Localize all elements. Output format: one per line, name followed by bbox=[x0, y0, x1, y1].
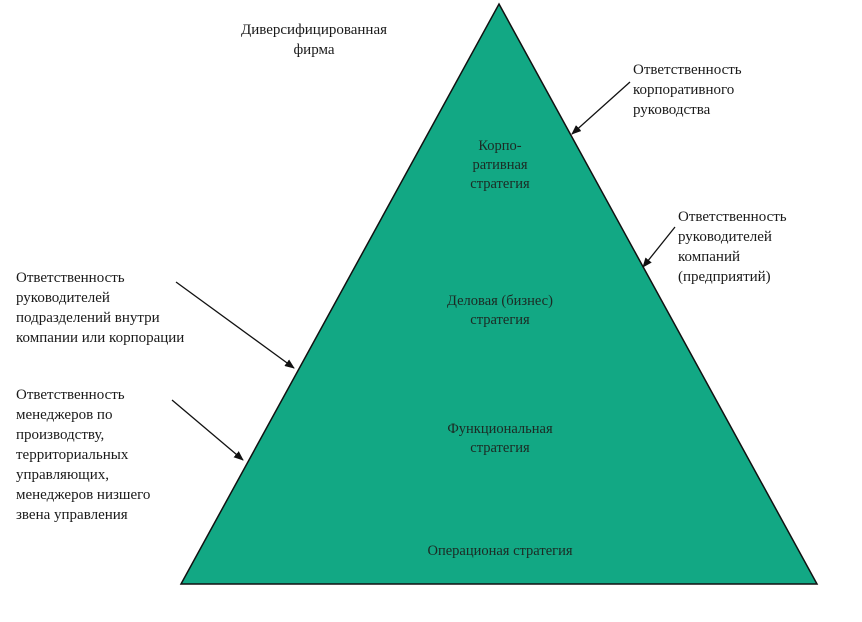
level-corporate-line-2: ративная bbox=[472, 157, 528, 173]
annotation-managers-line-6: менеджеров низшего bbox=[16, 487, 151, 503]
title-line-2: фирма bbox=[293, 42, 335, 58]
annotation-company-line-4: (предприятий) bbox=[678, 269, 771, 285]
arrow-managers bbox=[171, 399, 244, 461]
annotation-managers: Ответственность менеджеров по производст… bbox=[16, 385, 150, 525]
arrow-corporate-mgmt bbox=[571, 81, 631, 135]
annotation-division-line-4: компании или корпорации bbox=[16, 330, 185, 346]
annotation-company-line-3: компаний bbox=[678, 249, 740, 265]
title-line-1: Диверсифицированная bbox=[240, 22, 388, 38]
level-functional-strategy: Функциональная стратегия bbox=[400, 420, 600, 458]
annotation-managers-line-3: производству, bbox=[16, 427, 105, 443]
level-business-line-2: стратегия bbox=[470, 312, 530, 328]
level-business-strategy: Деловая (бизнес) стратегия bbox=[400, 292, 600, 330]
level-functional-line-1: Функциональная bbox=[447, 421, 553, 437]
annotation-managers-line-2: менеджеров по bbox=[16, 407, 113, 423]
annotation-division-line-2: руководителей bbox=[16, 290, 110, 306]
annotation-company-heads: Ответственность руководителей компаний (… bbox=[678, 207, 787, 287]
level-corporate-strategy: Корпо- ративная стратегия bbox=[420, 137, 580, 194]
diagram-title: Диверсифицированная фирма bbox=[196, 20, 432, 60]
level-corporate-line-1: Корпо- bbox=[478, 138, 522, 154]
level-business-line-1: Деловая (бизнес) bbox=[447, 293, 553, 309]
annotation-corporate-management: Ответственность корпоративного руководст… bbox=[633, 60, 742, 120]
annotation-division-heads: Ответственность руководителей подразделе… bbox=[16, 268, 184, 348]
arrow-company-heads bbox=[642, 226, 676, 268]
annotation-corporate-line-2: корпоративного bbox=[633, 82, 735, 98]
strategy-pyramid bbox=[179, 2, 819, 585]
annotation-corporate-line-1: Ответственность bbox=[633, 62, 742, 78]
annotation-company-line-2: руководителей bbox=[678, 229, 772, 245]
annotation-managers-line-5: управляющих, bbox=[16, 467, 109, 483]
level-operational-line-1: Операционая стратегия bbox=[427, 543, 573, 559]
annotation-managers-line-4: территориальных bbox=[16, 447, 129, 463]
arrow-division-heads bbox=[175, 281, 295, 369]
level-functional-line-2: стратегия bbox=[470, 440, 530, 456]
annotation-corporate-line-3: руководства bbox=[633, 102, 711, 118]
annotation-division-line-3: подразделений внутри bbox=[16, 310, 160, 326]
annotation-division-line-1: Ответственность bbox=[16, 270, 125, 286]
level-operational-strategy: Операционая стратегия bbox=[370, 542, 630, 561]
annotation-company-line-1: Ответственность bbox=[678, 209, 787, 225]
level-corporate-line-3: стратегия bbox=[470, 176, 530, 192]
annotation-managers-line-1: Ответственность bbox=[16, 387, 125, 403]
annotation-managers-line-7: звена управления bbox=[16, 507, 128, 523]
